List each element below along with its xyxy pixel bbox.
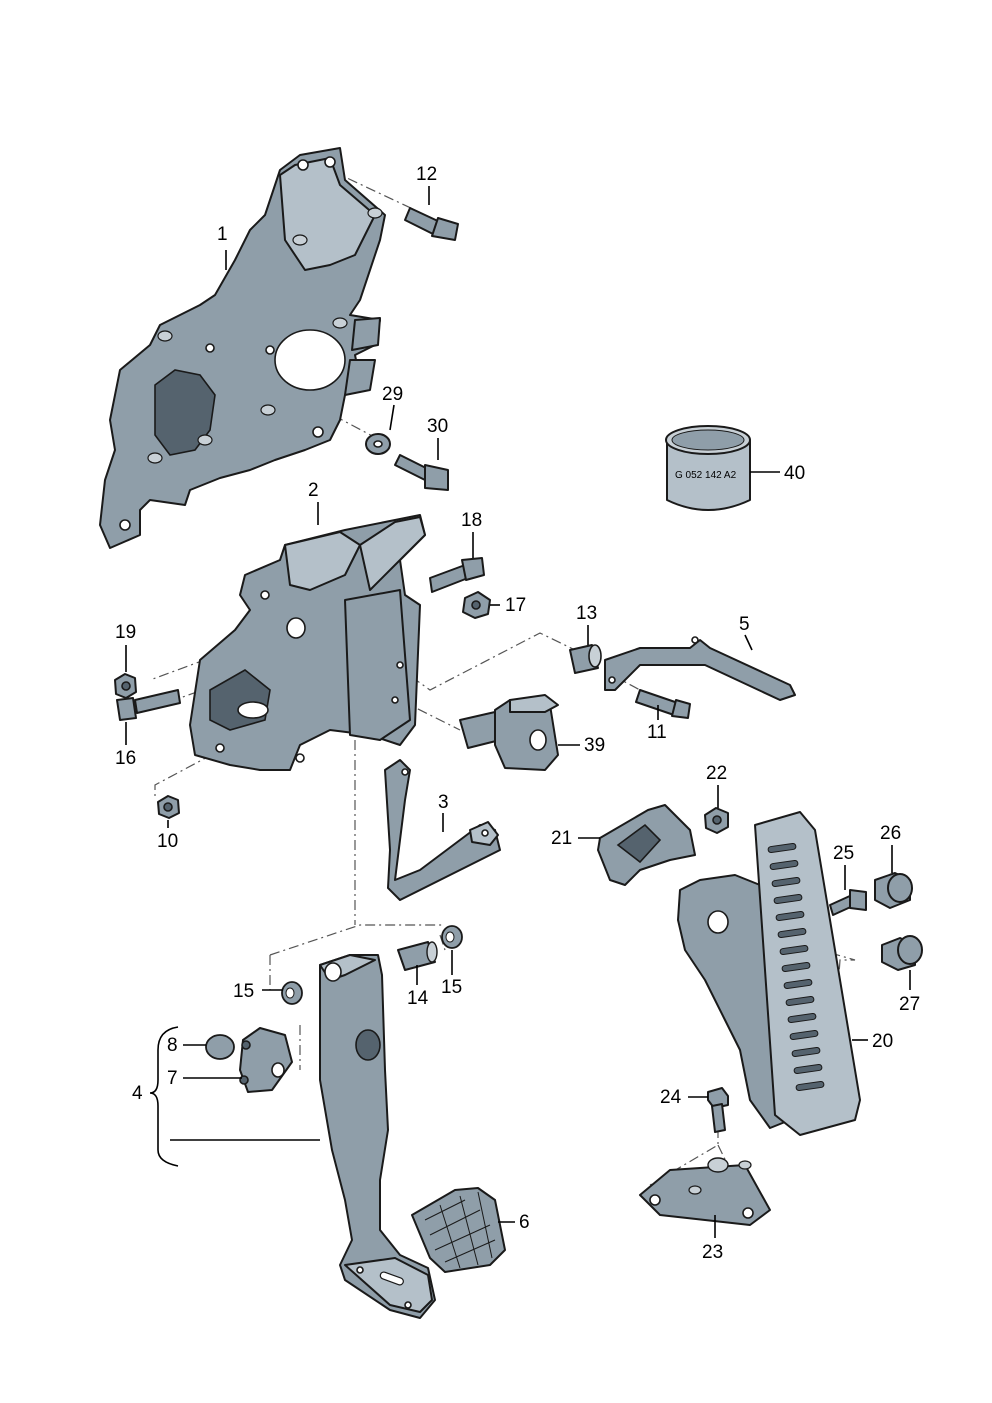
part-2-pedal-bracket [189,514,426,771]
callout-4: 4 [132,1083,143,1104]
callout-26: 26 [880,823,901,844]
leader-lines [125,186,911,1238]
part-18-bolt [429,557,485,593]
part-25-screw [829,889,867,916]
callout-3: 3 [438,792,449,813]
callout-15-left: 15 [233,981,254,1002]
callout-39: 39 [584,735,605,756]
callout-17: 17 [505,595,526,616]
part-29-washer [365,433,391,455]
callout-24: 24 [660,1087,682,1108]
callout-18: 18 [461,510,482,531]
callout-21: 21 [551,828,572,849]
pedal-grip-slots [767,842,825,1092]
callout-20: 20 [872,1031,893,1052]
part-5-bracket [604,636,796,701]
callout-7: 7 [167,1068,178,1089]
callout-30: 30 [427,416,448,437]
callout-13: 13 [576,603,597,624]
part-13-bushing [569,644,602,674]
part-11-bolt [635,689,691,719]
part-8-plug [205,1034,235,1060]
callout-14: 14 [407,988,429,1009]
callout-6: 6 [519,1212,530,1233]
part-40-sleeve: G 052 142 A2 [665,425,751,511]
callout-29: 29 [382,384,403,405]
part-3-bracket [384,759,501,901]
callout-8: 8 [167,1035,178,1056]
sleeve-marking-text: G 052 142 A2 [675,470,737,481]
part-27-cap [881,935,923,971]
callout-23: 23 [702,1242,723,1263]
part-39-switch [459,694,559,771]
part-19-nut [114,673,137,699]
callout-19: 19 [115,622,136,643]
part-4-brake-pedal [319,954,436,1319]
part-20-accelerator-pedal [677,811,861,1136]
part-6-pedal-pad [411,1187,506,1273]
callout-5: 5 [739,614,750,635]
part-15-clip-right [441,925,463,949]
callout-25: 25 [833,843,854,864]
callout-22: 22 [706,763,727,784]
part-15-clip-left [281,981,303,1005]
part-24-bolt [707,1087,729,1133]
part-12-bolt [404,207,459,241]
part-26-cap [874,872,913,909]
part-14-bushing [397,941,438,971]
part-17-nut [462,591,491,619]
part-10-nut [157,795,180,819]
callout-2: 2 [308,480,319,501]
part-16-bolt [116,689,181,721]
callout-labels: 1 12 29 30 40 2 18 17 19 16 10 13 5 11 3… [115,164,920,1263]
callout-1: 1 [217,224,228,245]
callout-12: 12 [416,164,437,185]
callout-15-right: 15 [441,977,462,998]
part-30-bolt [394,454,449,491]
part-7-sensor [239,1027,293,1093]
callout-16: 16 [115,748,136,769]
callout-40: 40 [784,463,805,484]
part-1-mounting-bracket [99,147,386,549]
callout-10: 10 [157,831,178,852]
part-22-nut [704,807,729,834]
callout-11: 11 [647,722,667,743]
callout-27: 27 [899,994,920,1015]
part-23-base-plate [639,1157,771,1226]
part-21-bracket [597,804,696,886]
